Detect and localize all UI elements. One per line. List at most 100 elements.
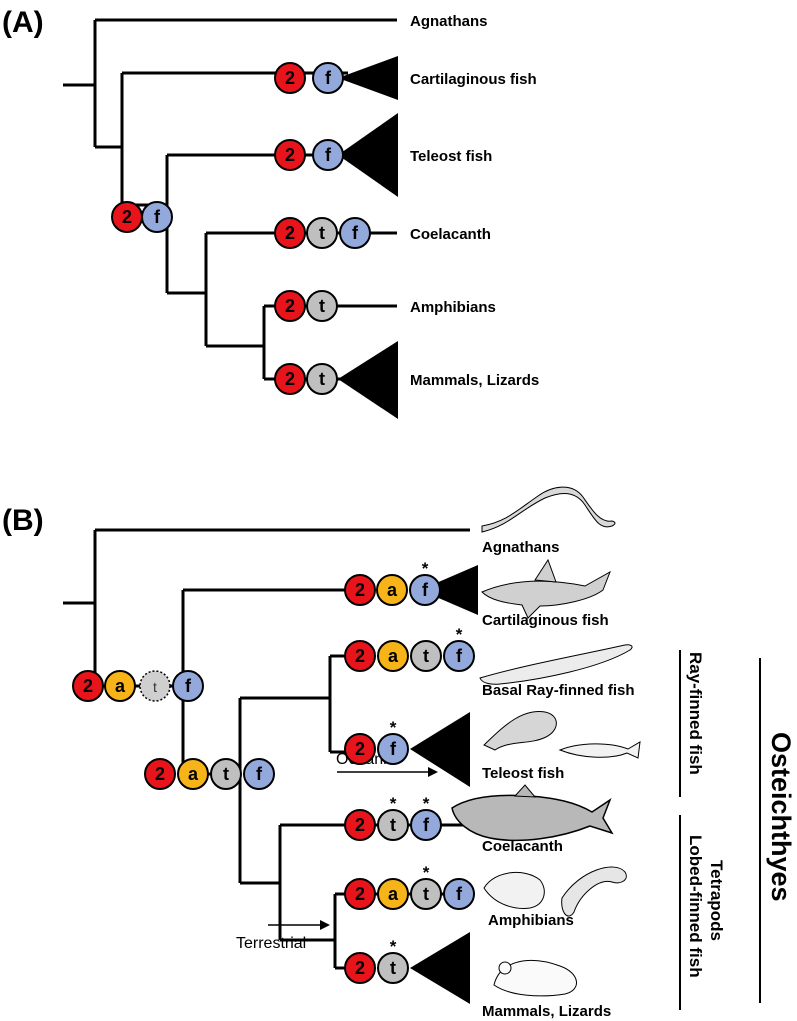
taxon-mammals-lizards: Mammals, Lizards	[410, 372, 539, 389]
gene-marker-f	[443, 878, 475, 910]
gene-marker-f	[312, 62, 344, 94]
gene-marker-label-f: f	[154, 207, 161, 227]
gene-marker-2	[344, 640, 376, 672]
gene-marker-2	[344, 878, 376, 910]
asterisk-mark: *	[390, 794, 397, 813]
gene-marker-label-2: 2	[355, 815, 365, 835]
clade-triangle-cartilaginous-b	[420, 565, 478, 615]
gene-marker-2	[274, 139, 306, 171]
gene-marker-a	[377, 640, 409, 672]
gene-marker-label-t: t	[153, 679, 157, 695]
taxon-teleost-fish: Teleost fish	[410, 148, 492, 165]
terrestrial-arrow-head	[320, 920, 330, 930]
gene-marker-f	[243, 758, 275, 790]
gene-marker-t	[377, 952, 409, 984]
oceanic-arrow-head	[428, 767, 438, 777]
gene-marker-f	[410, 809, 442, 841]
gene-marker-label-a: a	[388, 884, 399, 904]
taxon-cartilaginous-fish-b: Cartilaginous fish	[482, 612, 609, 629]
panel-b-label: (B)	[2, 504, 44, 537]
terrestrial-transition-label: Terrestrial	[236, 935, 306, 952]
gene-marker-label-2: 2	[285, 369, 295, 389]
gene-marker-label-2: 2	[285, 145, 295, 165]
taxon-mammals-lizards-b: Mammals, Lizards	[482, 1003, 611, 1020]
taxon-amphibians: Amphibians	[410, 299, 496, 316]
gene-marker-label-f: f	[256, 764, 263, 784]
gene-marker-2	[72, 670, 104, 702]
gene-marker-label-2: 2	[83, 676, 93, 696]
gene-marker-f	[377, 733, 409, 765]
asterisk-mark: *	[423, 863, 430, 882]
gene-marker-2	[144, 758, 176, 790]
animal-illustrations	[451, 486, 641, 997]
lamprey-illustration	[481, 486, 616, 533]
gene-marker-label-t: t	[319, 223, 325, 243]
gene-marker-label-f: f	[390, 739, 397, 759]
panel-a-tree	[63, 18, 398, 419]
gene-marker-2	[274, 290, 306, 322]
gene-marker-label-2: 2	[355, 646, 365, 666]
asterisk-mark: *	[422, 559, 429, 578]
mouse-illustration	[493, 960, 577, 997]
gene-marker-2	[344, 733, 376, 765]
gene-marker-label-t: t	[390, 958, 396, 978]
gene-marker-2	[274, 363, 306, 395]
gene-marker-label-f: f	[456, 646, 463, 666]
gene-marker-t	[410, 878, 442, 910]
gene-marker-a	[376, 574, 408, 606]
gene-marker-a	[377, 878, 409, 910]
taxon-coelacanth: Coelacanth	[410, 226, 491, 243]
taxon-agnathans: Agnathans	[410, 13, 488, 30]
taxon-teleost-fish-b: Teleost fish	[482, 765, 564, 782]
gene-marker-label-2: 2	[155, 764, 165, 784]
gene-marker-a	[104, 670, 136, 702]
gene-marker-label-f: f	[422, 580, 429, 600]
asterisk-mark: *	[423, 794, 430, 813]
gene-marker-2	[344, 574, 376, 606]
gene-marker-f	[141, 201, 173, 233]
gene-marker-label-2: 2	[355, 884, 365, 904]
gene-marker-label-f: f	[456, 884, 463, 904]
gene-marker-t	[306, 363, 338, 395]
coelacanth-illustration	[451, 784, 614, 842]
taxon-basal-ray-finned-fish: Basal Ray-finned fish	[482, 682, 635, 699]
group-ray-finned-fish: Ray-finned fish	[686, 652, 705, 775]
gene-marker-f	[443, 640, 475, 672]
taxon-cartilaginous-fish: Cartilaginous fish	[410, 71, 537, 88]
gene-marker-label-a: a	[188, 764, 199, 784]
gene-marker-label-a: a	[388, 646, 399, 666]
gene-marker-2	[344, 952, 376, 984]
group-tetrapods: Tetrapods	[707, 860, 726, 941]
panel-a-label: (A)	[2, 6, 44, 39]
panel-a-taxa: Agnathans Cartilaginous fish Teleost fis…	[410, 13, 539, 389]
gene-marker-f	[312, 139, 344, 171]
clade-triangle-teleost-b	[410, 712, 470, 787]
gene-marker-label-2: 2	[285, 223, 295, 243]
gene-marker-t	[306, 217, 338, 249]
taxon-coelacanth-b: Coelacanth	[482, 838, 563, 855]
gene-marker-label-2: 2	[122, 207, 132, 227]
group-osteichthyes: Osteichthyes	[766, 732, 796, 902]
gene-marker-2	[274, 217, 306, 249]
asterisk-mark: *	[390, 937, 397, 956]
gene-marker-f	[339, 217, 371, 249]
gene-marker-label-a: a	[115, 676, 126, 696]
gene-marker-label-f: f	[325, 145, 332, 165]
group-lobed-finned-fish: Lobed-finned fish	[686, 835, 705, 978]
gene-marker-f	[172, 670, 204, 702]
gene-marker-label-f: f	[423, 815, 430, 835]
gene-marker-label-t: t	[319, 369, 325, 389]
eel-zebrafish-illustration	[483, 711, 641, 759]
gene-marker-label-t: t	[319, 296, 325, 316]
shark-illustration	[481, 558, 611, 619]
gene-marker-t	[210, 758, 242, 790]
clade-triangle-teleost	[338, 113, 398, 197]
taxon-amphibians-b: Amphibians	[488, 912, 574, 929]
gene-marker-a	[177, 758, 209, 790]
gene-marker-label-a: a	[387, 580, 398, 600]
bichir-illustration	[479, 644, 633, 685]
asterisk-mark: *	[390, 718, 397, 737]
gene-marker-label-2: 2	[285, 68, 295, 88]
